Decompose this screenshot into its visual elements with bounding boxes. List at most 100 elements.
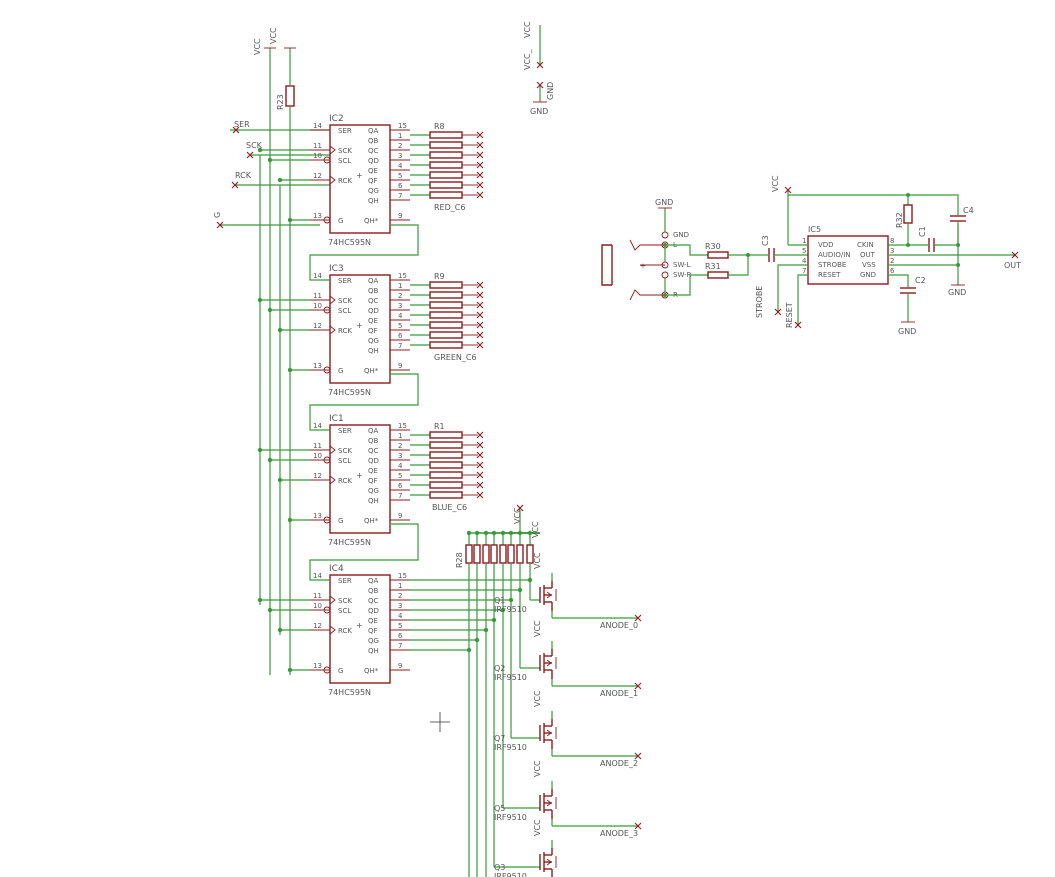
pin-name: SCK bbox=[338, 297, 352, 305]
pin-number: 6 bbox=[398, 632, 403, 640]
pin-name: QD bbox=[368, 607, 379, 615]
resistor[interactable] bbox=[429, 141, 463, 149]
resistor[interactable] bbox=[429, 451, 463, 459]
led-cathode-marker bbox=[476, 131, 484, 139]
shift-register-ic1[interactable]: IC174HC595N+14SER11SCK10SCL12RCK13G15QA1… bbox=[257, 414, 484, 547]
fet-vcc-label: VCC bbox=[533, 819, 542, 836]
resistor[interactable] bbox=[429, 291, 463, 299]
pin-name: QA bbox=[368, 277, 379, 285]
r28-element[interactable] bbox=[507, 544, 515, 564]
ic5-num-2: 2 bbox=[890, 257, 894, 265]
r28-element[interactable] bbox=[499, 544, 507, 564]
led-cathode-marker bbox=[476, 171, 484, 179]
ic5-pin-ckin: CKIN bbox=[857, 241, 874, 249]
resistor[interactable] bbox=[429, 171, 463, 179]
pin-number: 9 bbox=[398, 362, 402, 370]
pin-number: 11 bbox=[313, 142, 322, 150]
shift-register-ic2[interactable]: IC274HC595N+14SER11SCK10SCL12RCK13G15QA1… bbox=[257, 114, 484, 247]
r32-resistor[interactable] bbox=[903, 204, 913, 224]
jack-swl-label: SW-L bbox=[673, 261, 691, 269]
led-cathode-marker bbox=[476, 161, 484, 169]
pin-number: 2 bbox=[398, 142, 402, 150]
junction-dot bbox=[267, 307, 273, 313]
resistor[interactable] bbox=[429, 151, 463, 159]
ic-plus: + bbox=[356, 621, 363, 630]
fet-vcc-label: VCC bbox=[533, 690, 542, 707]
pin-name: QH bbox=[368, 347, 379, 355]
resistor[interactable] bbox=[429, 301, 463, 309]
pin-number: 7 bbox=[398, 492, 402, 500]
pin-name: QH bbox=[368, 197, 379, 205]
pin-name: QC bbox=[368, 147, 379, 155]
resistor[interactable] bbox=[429, 191, 463, 199]
pin-name: RCK bbox=[338, 477, 352, 485]
fet-name: Q5 bbox=[494, 804, 505, 813]
pin-name: QC bbox=[368, 447, 379, 455]
pin-number: 3 bbox=[398, 452, 402, 460]
pin-name: G bbox=[338, 667, 343, 675]
resistor[interactable] bbox=[429, 471, 463, 479]
resistor[interactable] bbox=[429, 161, 463, 169]
resistor-pack-label: R8 bbox=[434, 122, 445, 131]
led-cathode-marker bbox=[476, 311, 484, 319]
r28-element[interactable] bbox=[516, 544, 524, 564]
shift-register-ic4[interactable]: IC474HC595N+14SER11SCK10SCL12RCK13G15QA1… bbox=[257, 564, 410, 697]
pin-name: SCL bbox=[338, 607, 351, 615]
pin-number: 7 bbox=[398, 642, 402, 650]
r23-resistor[interactable] bbox=[285, 85, 295, 107]
pin-number: 4 bbox=[398, 612, 403, 620]
r31-resistor[interactable] bbox=[707, 271, 729, 279]
jack-swr-label: SW-R bbox=[673, 271, 692, 279]
pin-name: SER bbox=[338, 127, 352, 135]
resistor[interactable] bbox=[429, 331, 463, 339]
gnd-top-label: GND bbox=[546, 82, 555, 100]
jack-gnd-label: GND bbox=[673, 231, 689, 239]
bus-label: GREEN_C6 bbox=[434, 353, 477, 362]
resistor[interactable] bbox=[429, 311, 463, 319]
fet-value: IRF9510 bbox=[494, 872, 527, 877]
ic5-pin-strobe: STROBE bbox=[818, 261, 846, 269]
pin-number: 15 bbox=[398, 272, 407, 280]
r28-element[interactable] bbox=[482, 544, 490, 564]
fet-value: IRF9510 bbox=[494, 605, 527, 614]
anode-label: ANODE_3 bbox=[600, 829, 638, 838]
resistor[interactable] bbox=[429, 321, 463, 329]
pin-name: QH* bbox=[364, 667, 379, 675]
resistor[interactable] bbox=[429, 481, 463, 489]
resistor[interactable] bbox=[429, 341, 463, 349]
sck-label: SCK bbox=[246, 141, 263, 150]
r28-element[interactable] bbox=[473, 544, 481, 564]
anode-marker bbox=[634, 822, 642, 830]
pin-name: QF bbox=[368, 177, 378, 185]
pin-name: QA bbox=[368, 427, 379, 435]
audio-jack[interactable]: GND GND L + SW-L SW-R R bbox=[601, 198, 692, 301]
led-cathode-marker bbox=[476, 481, 484, 489]
resistor[interactable] bbox=[429, 281, 463, 289]
resistor[interactable] bbox=[429, 441, 463, 449]
pin-number: 7 bbox=[398, 192, 402, 200]
resistor[interactable] bbox=[429, 491, 463, 499]
pin-number: 6 bbox=[398, 332, 403, 340]
daisy-chain-wires bbox=[309, 224, 419, 581]
pin-number: 10 bbox=[313, 302, 322, 310]
r28-element[interactable] bbox=[465, 544, 473, 564]
led-cathode-marker bbox=[476, 281, 484, 289]
junction-dot bbox=[287, 217, 293, 223]
ic5-msgeq7[interactable]: IC5 VDD AUDIO/IN STROBE RESET CKIN OUT V… bbox=[802, 225, 895, 285]
resistor-pack-label: R9 bbox=[434, 272, 445, 281]
resistor[interactable] bbox=[429, 431, 463, 439]
r30-resistor[interactable] bbox=[707, 251, 729, 259]
resistor[interactable] bbox=[429, 461, 463, 469]
r28-element[interactable] bbox=[490, 544, 498, 564]
resistor[interactable] bbox=[429, 131, 463, 139]
resistor[interactable] bbox=[429, 181, 463, 189]
pin-number: 14 bbox=[313, 422, 322, 430]
shift-register-ic3[interactable]: IC374HC595N+14SER11SCK10SCL12RCK13G15QA1… bbox=[257, 264, 484, 397]
led-cathode-marker bbox=[476, 301, 484, 309]
